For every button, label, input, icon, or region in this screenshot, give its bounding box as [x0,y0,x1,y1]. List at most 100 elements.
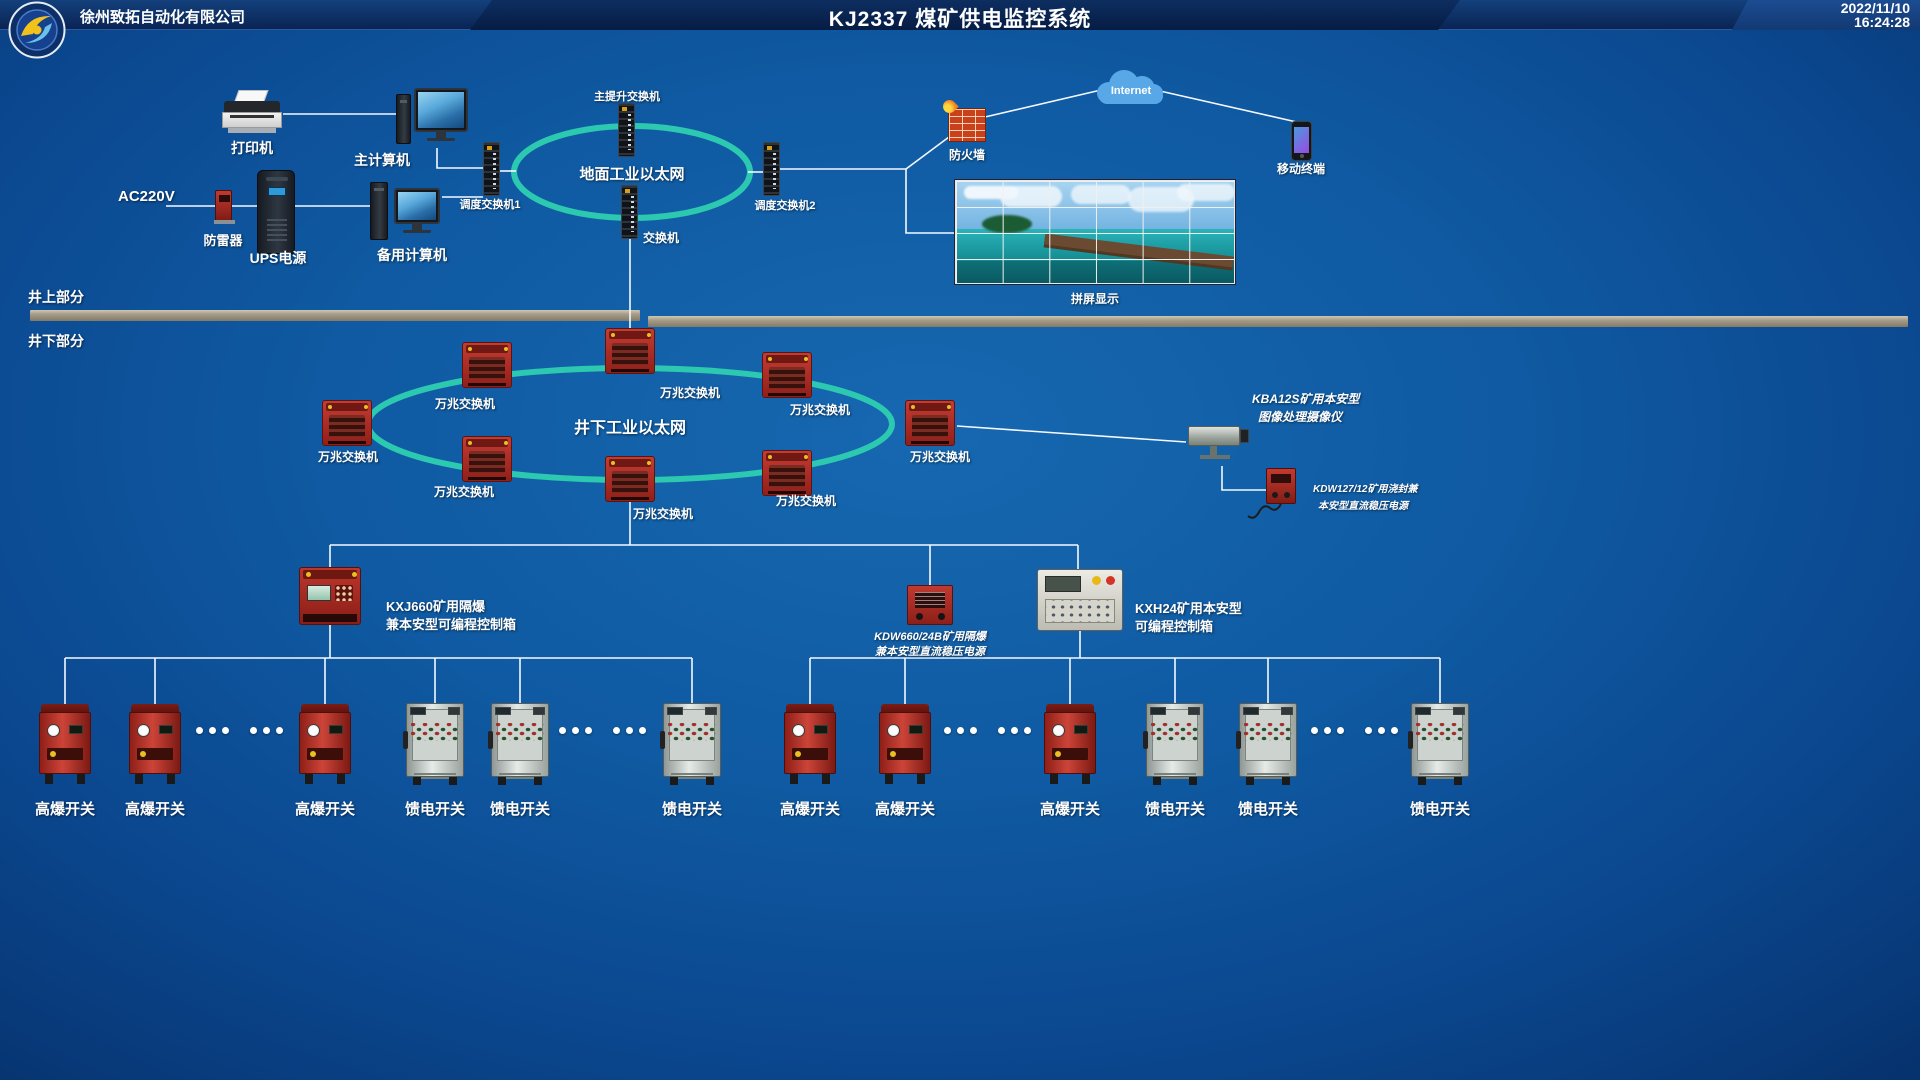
header-center-segment [470,0,1460,30]
underground-section-label: 井下部分 [28,333,84,349]
company-logo-icon [8,1,66,59]
kdw127-label-line1: KDW127/12矿用浇封兼 [1313,484,1418,495]
firewall-icon[interactable] [948,108,986,142]
camera-label-line2: 图像处理摄像仪 [1258,410,1343,424]
feeder-switch-icon[interactable] [1236,703,1297,785]
dispatch-switch-1-icon[interactable] [483,142,500,196]
tg-switch-label: 万兆交换机 [789,403,851,417]
tg-switch-icon[interactable] [905,400,955,446]
mobile-terminal-label: 移动终端 [1276,162,1326,176]
hoist-switch-icon[interactable] [618,103,635,157]
section-divider-left [30,310,640,321]
printer-icon[interactable] [222,90,282,138]
kxh24-control-box-icon[interactable] [1037,569,1123,631]
hv-switch-icon[interactable] [129,704,181,784]
feeder-switch-icon[interactable] [1408,703,1469,785]
kxh24-label-line1: KXH24矿用本安型 [1135,601,1242,616]
backup-computer-icon[interactable] [370,182,448,244]
hv-switch-icon[interactable] [39,704,91,784]
hv-switch-label: 高爆开关 [124,801,186,818]
tg-switch-label: 万兆交换机 [433,485,495,499]
feeder-switch-label: 馈电开关 [1144,801,1206,818]
internet-label: Internet [1110,85,1152,97]
printer-label: 打印机 [231,140,273,156]
lightning-arrester-icon[interactable] [214,190,235,224]
tg-switch-label: 万兆交换机 [317,450,379,464]
tg-switch-label: 万兆交换机 [775,494,837,508]
ups-label: UPS电源 [249,250,307,266]
core-switch-label: 交换机 [643,231,680,245]
kdw127-psu-icon[interactable] [1266,468,1296,504]
dispatch-switch-2-icon[interactable] [763,142,780,196]
feeder-switch-icon[interactable] [488,703,549,785]
tg-switch-label: 万兆交换机 [632,507,694,521]
tg-switch-label: 万兆交换机 [909,450,971,464]
surface-ring-label: 地面工业以太网 [579,166,685,183]
main-computer-label: 主计算机 [354,152,410,168]
tg-switch-icon[interactable] [605,456,655,502]
company-name: 徐州致拓自动化有限公司 [80,9,246,26]
video-wall-label: 拼屏显示 [1070,292,1120,306]
feeder-switch-icon[interactable] [660,703,721,785]
hoist-switch-label: 主提升交换机 [594,91,660,103]
feeder-switch-icon[interactable] [403,703,464,785]
tg-switch-label: 万兆交换机 [659,386,721,400]
camera-label-line1: KBA12S矿用本安型 [1252,392,1360,406]
hv-switch-icon[interactable] [299,704,351,784]
hv-switch-label: 高爆开关 [1039,801,1101,818]
lightning-arrester-label: 防雷器 [203,233,243,248]
tg-switch-icon[interactable] [462,342,512,388]
hv-switch-icon[interactable] [1044,704,1096,784]
header-bar [0,0,1920,30]
tg-switch-icon[interactable] [762,450,812,496]
kdw127-label-line2: 本安型直流稳压电源 [1318,501,1408,512]
feeder-switch-icon[interactable] [1143,703,1204,785]
feeder-switch-label: 馈电开关 [404,801,466,818]
video-wall[interactable] [955,180,1235,284]
hv-switch-icon[interactable] [879,704,931,784]
kba12s-camera-icon[interactable] [1186,420,1252,466]
clock: 2022/11/10 16:24:28 [1841,1,1910,29]
dispatch-switch-2-label: 调度交换机2 [754,200,816,212]
ellipsis-dots [1311,727,1398,734]
tg-switch-label: 万兆交换机 [434,397,496,411]
hv-switch-label: 高爆开关 [294,801,356,818]
surface-section-label: 井上部分 [28,289,84,305]
backup-computer-label: 备用计算机 [377,247,447,263]
firewall-label: 防火墙 [948,148,986,162]
dispatch-switch-1-label: 调度交换机1 [459,199,521,211]
ellipsis-dots [944,727,1031,734]
kdw660-label-line1: KDW660/24B矿用隔爆 [874,631,986,643]
tg-switch-icon[interactable] [322,400,372,446]
ac220v-label: AC220V [118,188,175,205]
internet-cloud-icon[interactable]: Internet [1097,68,1165,108]
section-divider-right [648,316,1908,327]
kdw660-label-line2: 兼本安型直流稳压电源 [875,646,985,658]
ellipsis-dots [196,727,283,734]
hv-switch-label: 高爆开关 [779,801,841,818]
ups-icon[interactable] [257,170,295,254]
tg-switch-icon[interactable] [605,328,655,374]
feeder-switch-label: 馈电开关 [661,801,723,818]
kxj660-label-line1: KXJ660矿用隔爆 [386,599,485,614]
page-title: KJ2337 煤矿供电监控系统 [828,8,1092,31]
main-computer-icon[interactable] [396,88,472,148]
feeder-switch-label: 馈电开关 [1409,801,1471,818]
kxj660-control-box-icon[interactable] [299,567,361,625]
time-display: 16:24:28 [1853,14,1910,30]
kxj660-label-line2: 兼本安型可编程控制箱 [386,617,517,632]
tg-switch-icon[interactable] [762,352,812,398]
kxh24-label-line2: 可编程控制箱 [1135,619,1214,634]
kdw660-psu-icon[interactable] [907,585,953,625]
feeder-switch-label: 馈电开关 [1237,801,1299,818]
underground-ring-label: 井下工业以太网 [573,420,687,437]
hv-switch-label: 高爆开关 [34,801,96,818]
header-right-segment [1732,0,1920,30]
tg-switch-icon[interactable] [462,436,512,482]
ellipsis-dots [559,727,646,734]
hv-switch-icon[interactable] [784,704,836,784]
feeder-switch-label: 馈电开关 [489,801,551,818]
core-switch-icon[interactable] [621,185,638,239]
mobile-terminal-icon[interactable] [1291,121,1312,161]
